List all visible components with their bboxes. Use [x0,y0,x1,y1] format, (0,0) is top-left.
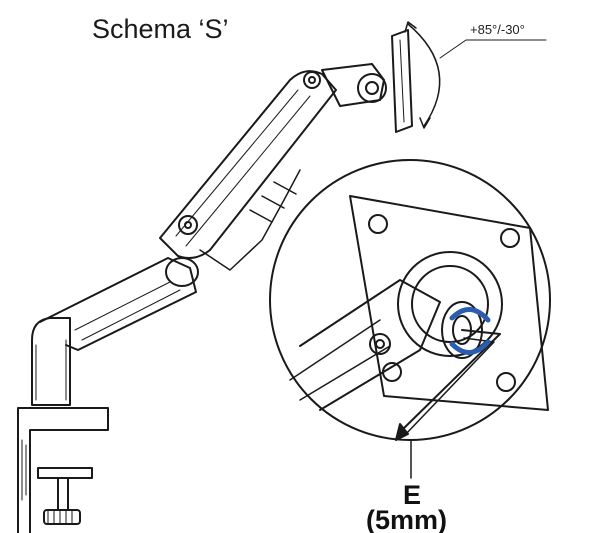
rotation-arrow-icon [449,307,491,355]
hex-key [395,329,501,441]
base-column [31,317,71,406]
detail-magnifier [269,159,551,441]
tilt-head [321,29,413,133]
lower-arm [39,257,199,351]
tilt-arc [404,21,547,129]
tilt-range-label: +85°/-30° [470,22,525,37]
tool-size-label: (5mm) [366,505,448,533]
upper-arm [159,70,337,271]
tool-letter-label: E [403,480,422,510]
diagram-title: Schema ‘S’ [92,14,229,44]
desk-clamp [17,407,109,533]
